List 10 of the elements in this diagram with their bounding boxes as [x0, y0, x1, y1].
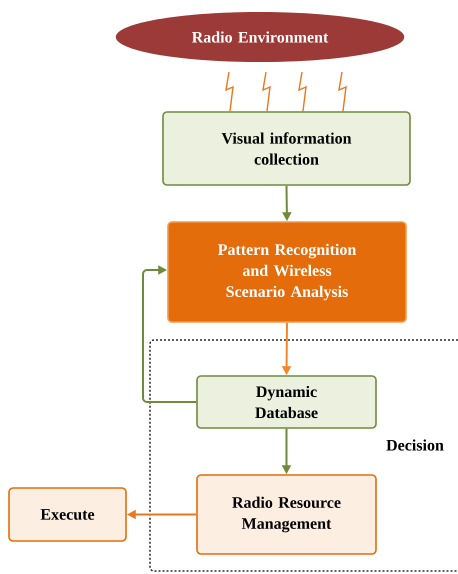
- process-box: Pattern Recognition and Wireless Scenario Analysis: [167, 221, 407, 323]
- lightning-bolt: [298, 72, 307, 112]
- arrow: [142, 265, 196, 403]
- process-box: Dynamic Database: [196, 375, 377, 429]
- lightning-bolt: [225, 72, 234, 112]
- process-box: Radio Resource Management: [196, 474, 377, 555]
- process-box: Visual information collection: [162, 111, 411, 186]
- lightning-bolt: [338, 72, 347, 112]
- process-box: Execute: [8, 487, 127, 542]
- lightning-bolt: [262, 72, 271, 112]
